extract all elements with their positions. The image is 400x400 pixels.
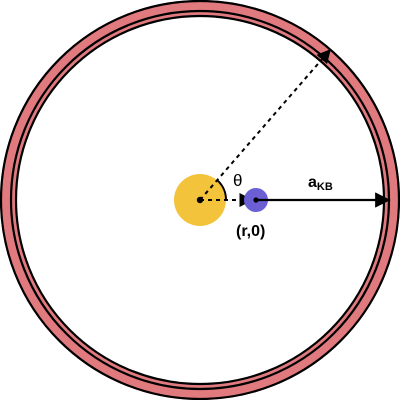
point-label: (r,0) — [236, 223, 265, 240]
radius-label-main: a — [308, 174, 317, 191]
theta-label: θ — [233, 171, 242, 190]
planet-center-dot — [253, 197, 259, 203]
radius-label: aKB — [308, 174, 333, 193]
angle-arc — [216, 179, 228, 201]
dashed-radius-line — [199, 48, 331, 201]
radius-label-subscript: KB — [317, 181, 333, 193]
